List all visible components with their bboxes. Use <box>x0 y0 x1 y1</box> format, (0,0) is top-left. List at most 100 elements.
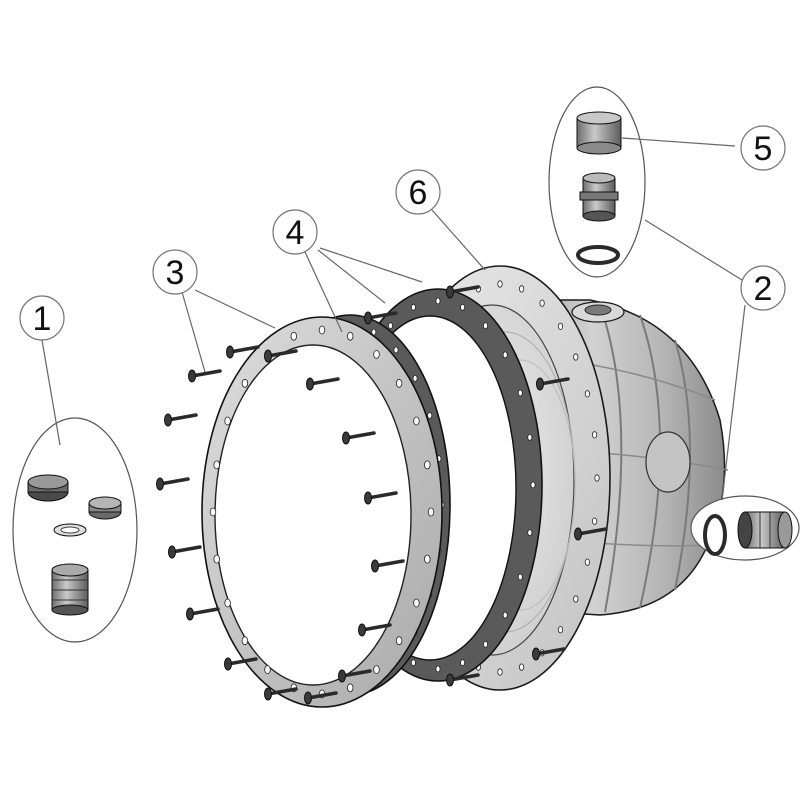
ring-hole <box>413 416 420 426</box>
svg-text:6: 6 <box>409 174 428 212</box>
screw <box>188 369 222 383</box>
gasket-hole <box>502 611 508 619</box>
callout-6: 6 <box>395 169 441 215</box>
gland-body <box>51 563 89 616</box>
screw <box>446 285 480 299</box>
gasket-hole <box>502 351 508 359</box>
gasket-hole <box>482 640 488 648</box>
gasket-hole <box>427 412 433 419</box>
callout-1: 1 <box>19 295 65 341</box>
ring-hole <box>373 349 380 359</box>
screw <box>224 657 258 671</box>
screw <box>371 559 405 573</box>
ring-hole <box>241 636 249 646</box>
screw <box>226 345 260 359</box>
gasket-hole <box>460 303 466 311</box>
gasket-hole <box>527 529 533 536</box>
gland-cap-small <box>88 496 122 520</box>
ring-hole <box>264 665 271 674</box>
fitting-nipple <box>579 172 619 222</box>
svg-text:3: 3 <box>166 254 185 292</box>
flange-hole <box>584 558 591 566</box>
gland-washer <box>53 523 87 537</box>
ring-hole <box>347 683 354 693</box>
flange-hole <box>518 663 525 671</box>
gland-cap-large <box>27 474 69 502</box>
gasket-hole <box>393 346 399 354</box>
screw <box>304 691 338 705</box>
gasket-hole <box>387 322 393 330</box>
kit-bubble-5 <box>548 86 646 278</box>
gasket-hole <box>410 659 416 667</box>
gasket-hole <box>530 481 536 489</box>
ring-hole <box>427 507 435 517</box>
gasket-hole <box>435 665 441 673</box>
screw <box>364 311 398 325</box>
kit-bubble-1 <box>12 417 138 643</box>
ring-hole <box>224 416 231 426</box>
gasket-hole <box>412 374 418 382</box>
svg-text:4: 4 <box>286 214 305 252</box>
screw <box>338 669 372 683</box>
ring-hole <box>424 460 431 470</box>
screw <box>306 377 340 391</box>
ring-hole <box>318 325 326 335</box>
flange-hole <box>594 474 600 482</box>
fixing-screws <box>156 285 608 705</box>
screw <box>532 647 566 661</box>
flange-hole <box>518 285 525 293</box>
flange-hole <box>497 280 503 288</box>
screw <box>536 377 570 391</box>
callout-5: 5 <box>740 125 786 171</box>
screw <box>574 527 608 541</box>
flange-hole <box>573 353 579 361</box>
flange-hole <box>591 517 598 525</box>
gasket-hole <box>410 303 416 311</box>
ring-hole <box>213 460 220 470</box>
callout-2: 2 <box>740 265 786 311</box>
side-oring <box>703 514 727 556</box>
gasket-hole <box>517 389 523 397</box>
ring-hole <box>347 331 354 341</box>
flange-hole <box>591 431 598 439</box>
flange-hole <box>539 299 545 307</box>
svg-text:2: 2 <box>754 270 773 308</box>
leader-lines <box>41 137 746 501</box>
ring-hole <box>241 378 249 388</box>
fitting-oring <box>576 245 620 265</box>
flange-hole <box>557 626 564 634</box>
side-fitting <box>737 511 793 549</box>
screw <box>364 491 398 505</box>
gasket-hole <box>460 659 466 667</box>
screw <box>168 545 202 559</box>
frame-ring <box>201 316 443 708</box>
screw <box>264 349 298 363</box>
ring-hole <box>224 598 231 608</box>
gasket-hole <box>435 297 441 305</box>
screw <box>342 431 376 445</box>
callout-4: 4 <box>272 209 318 255</box>
gasket-hole <box>517 573 523 581</box>
callout-3: 3 <box>152 249 198 295</box>
screw <box>264 687 298 701</box>
ring-hole <box>373 665 380 674</box>
flange-hole <box>584 390 591 398</box>
ring-hole <box>424 554 431 564</box>
screw <box>446 673 480 687</box>
flange-hole <box>557 322 564 330</box>
screw <box>164 413 198 427</box>
fitting-sleeve <box>576 111 622 155</box>
screw <box>358 623 392 637</box>
ring-hole <box>213 554 220 564</box>
screw <box>156 477 190 491</box>
gasket-hole <box>527 433 533 441</box>
flange-hole <box>573 595 579 603</box>
ring-hole <box>290 331 297 341</box>
svg-text:1: 1 <box>33 300 52 338</box>
flange-hole <box>497 668 503 676</box>
screw <box>186 607 220 621</box>
ring-hole <box>395 378 403 388</box>
ring-hole <box>209 507 217 517</box>
kit-bubble-2 <box>690 495 800 561</box>
gasket-hole <box>482 322 488 330</box>
